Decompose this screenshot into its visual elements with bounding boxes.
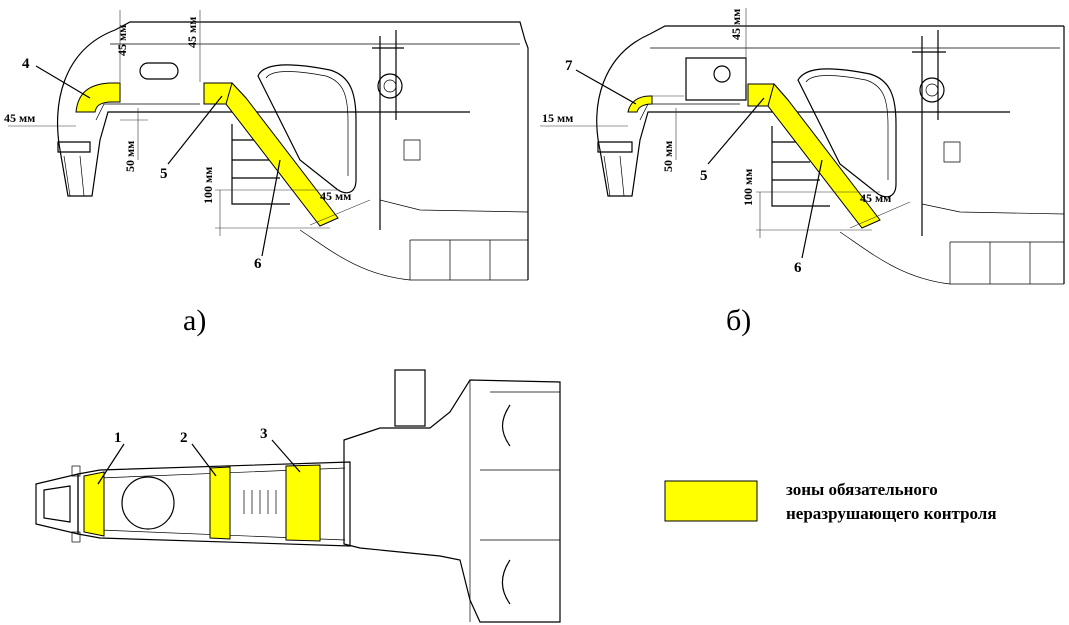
view-b-dim-vertical-100: 100 мм [741,169,755,206]
view-a-slot [139,62,179,80]
view-a-dim-vertical-50: 50 мм [123,141,137,172]
bottom-round-boss [121,476,175,530]
view-a-dim-lines [8,10,371,236]
bottom-left-clip [35,473,79,535]
view-b-bracket-ribs [603,155,625,197]
view-a-opening [257,64,357,194]
view-b-post-ring [919,77,945,103]
view-b-leaders [575,69,823,259]
zone-2 [209,466,231,540]
view-a-base [299,199,529,281]
view-a-dim-top-right: 45 мм [185,17,199,48]
bottom-clip-tab-bottom [71,531,81,543]
view-b-box [685,57,747,101]
zone-3 [285,464,321,542]
view-b-post-ring-inner [925,83,939,97]
view-b-opening [797,68,897,198]
bottom-slots [243,490,277,514]
legend-line-2: неразрушающего контроля [786,504,997,523]
view-a-dim-side-left: 45 мм [4,111,35,125]
view-b-base [839,203,1065,285]
view-a-dim-vertical-100: 100 мм [201,167,215,204]
legend: зоны обязательного неразрушающего контро… [664,480,997,523]
view-bottom: 1 2 3 [35,369,561,623]
bottom-top-block [394,369,426,427]
view-b-dim-vertical-50: 50 мм [661,141,675,172]
view-a-dim-top-left: 45 мм [115,25,129,56]
view-b-dim-lines [540,8,911,238]
view-b-clip [943,141,961,163]
bottom-housing-inner [469,380,560,622]
view-a-lower-frame [231,124,290,205]
legend-line-1: зоны обязательного [786,480,938,499]
legend-swatch [664,480,758,522]
view-b-post [912,30,946,236]
view-a-bracket-ribs [63,155,85,197]
label-4: 4 [22,56,30,72]
view-b-outline [596,25,1065,284]
caption-a: а) [183,304,206,337]
view-b: 45 мм 15 мм 50 мм 100 мм 45 мм 7 5 6 б) [540,8,1065,337]
bottom-clip-tab-top [71,465,81,477]
label-5-view-a: 5 [160,166,168,182]
zone-7-view-b [627,95,653,113]
bottom-housing-curves [501,404,511,605]
caption-b: б) [726,304,751,337]
view-b-dim-diagonal: 45 мм [860,191,891,205]
view-b-inner-line [639,47,1060,121]
view-a-post-ring [377,73,403,99]
view-a-bracket [57,141,91,153]
view-a-inner-line [95,43,520,121]
zone-1 [83,471,105,537]
view-b-dim-side-15: 15 мм [542,111,573,125]
label-6-view-a: 6 [254,256,262,272]
label-7: 7 [565,58,573,74]
label-2: 2 [180,430,188,446]
view-b-lower-frame [771,126,830,207]
view-a-dim-diagonal: 45 мм [320,189,351,203]
view-b-bracket [597,141,633,153]
zone-4-view-a [75,82,121,113]
bottom-housing [343,379,561,623]
view-b-dim-top: 45 мм [729,9,743,40]
view-b-hole [713,65,731,83]
view-a-post-ring-inner [383,79,397,93]
view-b-opening-inner [805,75,889,180]
view-a-clip [403,139,421,161]
view-a-opening-inner [265,71,349,176]
view-a-leaders [35,65,281,257]
label-1: 1 [114,430,122,446]
view-a: 45 мм 45 мм 45 мм 50 мм 100 мм 45 мм 4 5… [4,10,529,337]
bottom-leaders [97,439,301,485]
view-a-outline [57,21,529,280]
view-a-post [372,30,404,230]
label-3: 3 [260,426,268,442]
label-6-view-b: 6 [794,260,802,276]
label-5-view-b: 5 [700,168,708,184]
